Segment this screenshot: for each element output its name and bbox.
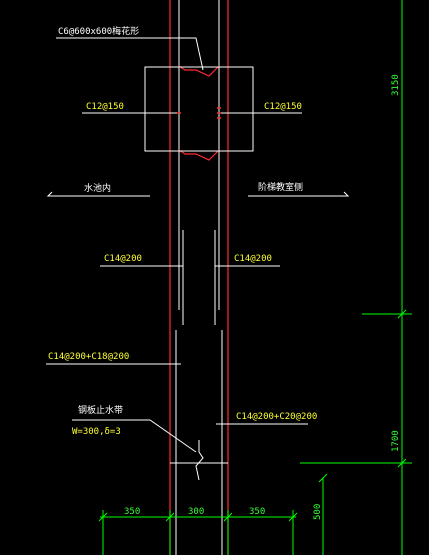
dim-tick (98, 512, 108, 522)
label-waterstop: 钢板止水带 (78, 404, 123, 416)
leader-anchor-note (56, 37, 204, 71)
rebar-lines (175, 0, 223, 555)
leader-lines (46, 37, 348, 453)
dim-tick (223, 512, 233, 522)
dim-label-right-mid: 1700 (391, 430, 401, 452)
label-left-side: 水池内 (84, 182, 111, 194)
waterstop-wave (195, 440, 204, 481)
dim-label-bottom-3: 350 (249, 507, 265, 517)
dim-label-bottom-2: 300 (188, 507, 204, 517)
dim-label-right-bottom: 500 (313, 504, 323, 520)
label-left-combo: C14@200+C18@200 (48, 352, 129, 362)
side-arrows (46, 191, 350, 197)
dim-bottom-tick (318, 473, 328, 483)
label-right-combo: C14@200+C20@200 (236, 412, 317, 422)
dim-tick (397, 458, 407, 468)
rebar-ticks (177, 107, 221, 119)
label-left-c14: C14@200 (104, 254, 142, 264)
dim-label-bottom-1: 350 (124, 507, 140, 517)
label-left-c12: C12@150 (86, 102, 124, 112)
tie-bars (178, 65, 220, 161)
label-waterstop-spec: W=300,δ=3 (72, 427, 121, 437)
label-anchor-note: C6@600x600梅花形 (58, 25, 139, 37)
dim-tick (165, 512, 175, 522)
label-right-side: 阶梯教室侧 (258, 181, 303, 193)
left-side-arrow (46, 191, 53, 197)
opening-box (144, 66, 254, 152)
dim-label-right-top: 3150 (391, 74, 401, 96)
label-right-c14: C14@200 (234, 254, 272, 264)
tie-bar-top (178, 65, 220, 77)
tie-bar-bottom (178, 149, 220, 161)
dimensions (98, 0, 412, 555)
label-right-c12: C12@150 (264, 102, 302, 112)
waterstop-plate (170, 440, 228, 481)
leader-waterstop (72, 419, 197, 453)
dim-tick (288, 512, 298, 522)
dim-tick (397, 309, 407, 319)
right-side-arrow (343, 191, 350, 197)
